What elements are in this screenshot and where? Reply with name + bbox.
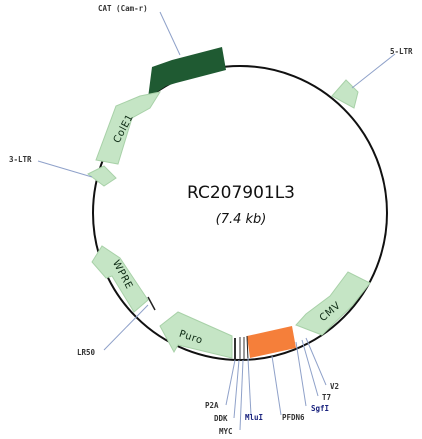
sgfi-leader-line [295, 341, 307, 407]
plasmid-size: (7.4 kb) [216, 212, 267, 227]
lr50-leader-line [103, 304, 149, 351]
five-ltr-label: 5-LTR [390, 47, 413, 56]
cat-feature-arrow[interactable] [148, 47, 226, 98]
three-ltr-arrow[interactable] [87, 165, 117, 187]
cmv-feature-arrow[interactable] [295, 271, 371, 336]
ddk-label: DDK [214, 414, 228, 423]
insert-pfdn6-block[interactable] [247, 326, 296, 358]
mlui-label: MluI [245, 413, 263, 422]
pfdn6-label: PFDN6 [282, 413, 305, 422]
mlui-marker [246, 335, 249, 361]
mlui-leader-line [247, 357, 252, 416]
p2a-label: P2A [205, 401, 219, 410]
v2-label: V2 [330, 382, 339, 391]
five-ltr-leader-line [351, 53, 396, 89]
myc-leader-line [239, 359, 244, 431]
five-ltr-arrow[interactable] [331, 79, 359, 109]
plasmid-name: RC207901L3 [187, 183, 295, 203]
wpre-feature-arrow[interactable] [91, 245, 149, 313]
t7-leader-line [301, 339, 319, 397]
t7-label: T7 [322, 393, 331, 402]
v2-leader-line [305, 337, 327, 386]
cat-leader-line [159, 11, 181, 56]
three-ltr-leader-line [37, 160, 93, 178]
pfdn6-leader-line [271, 355, 282, 416]
lr50-marker [147, 296, 156, 311]
ddk-leader-line [233, 359, 240, 419]
lr50-label: LR50 [77, 348, 96, 357]
p2a-leader-line [225, 359, 236, 406]
puro-feature-arrow[interactable] [159, 311, 233, 359]
cat-label: CAT (Cam-r) [98, 4, 148, 13]
three-ltr-label: 3-LTR [9, 155, 32, 164]
sgfi-label: SgfI [311, 404, 329, 413]
cole1-feature-arrow[interactable] [95, 91, 162, 165]
myc-label: MYC [219, 427, 233, 436]
